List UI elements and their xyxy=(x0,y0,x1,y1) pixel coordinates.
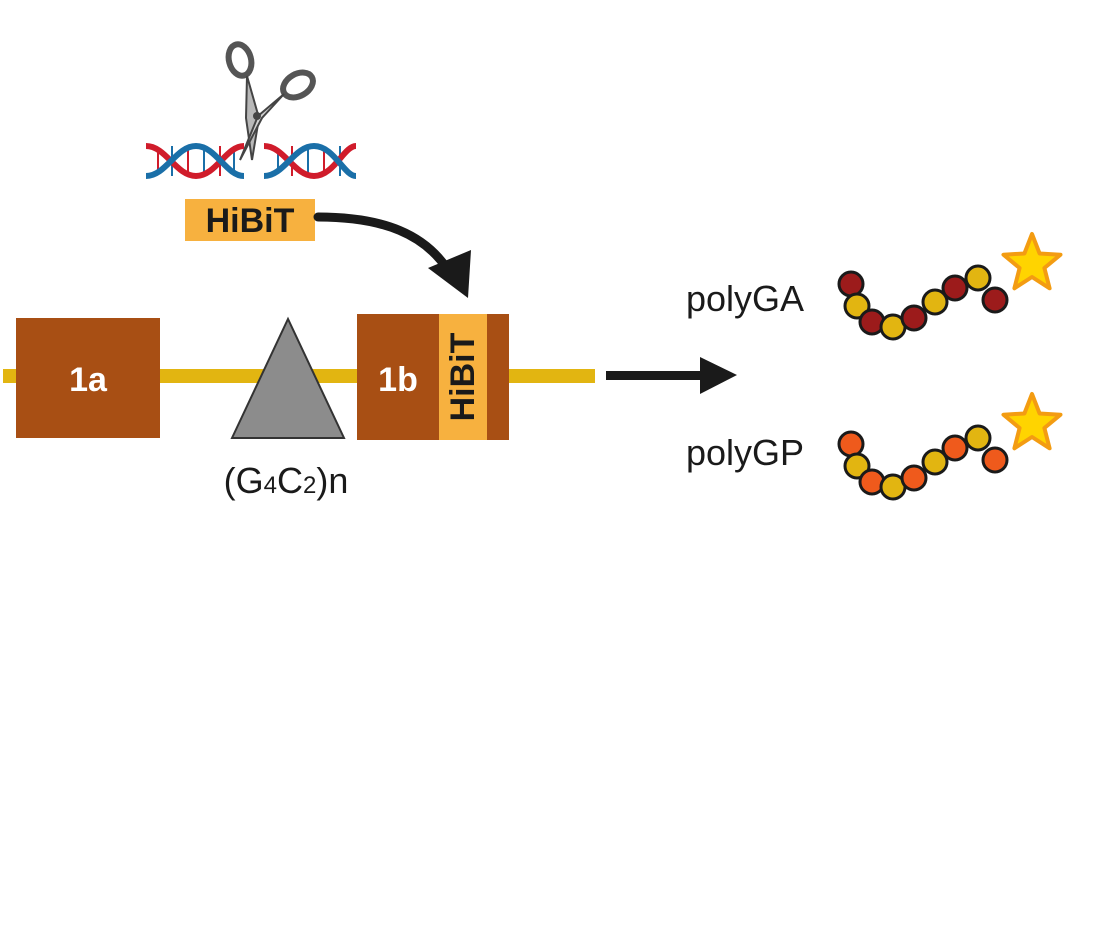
hibit-donor-label: HiBiT xyxy=(206,202,295,240)
polyga-label: polyGA xyxy=(686,278,804,319)
repeat-suffix: )n xyxy=(316,460,348,501)
polygp-bead xyxy=(900,464,928,492)
polyga-bead xyxy=(900,304,928,332)
polygp-star-icon xyxy=(1001,392,1063,451)
inserted-hibit-tag xyxy=(439,314,487,440)
repeat-expansion xyxy=(230,316,346,439)
insertion-arrow xyxy=(313,212,471,298)
repeat-prefix: (G xyxy=(224,460,264,501)
polygp-bead xyxy=(981,446,1009,474)
repeat-sub1: 4 xyxy=(264,472,277,499)
repeat-mid: C xyxy=(277,460,303,501)
exon-1b: 1b HiBiT xyxy=(357,314,509,440)
exon-1a: 1a xyxy=(16,318,160,438)
polyga-bead xyxy=(941,274,969,302)
polyga-bead xyxy=(964,264,992,292)
dna-helix-icon xyxy=(145,142,357,180)
polygp-chain xyxy=(837,392,1063,501)
scissors-icon xyxy=(225,41,316,161)
polyga-bead xyxy=(981,286,1009,314)
hibit-donor-tag: HiBiT xyxy=(185,199,315,241)
polyga-bead xyxy=(921,288,949,316)
polygp-bead xyxy=(964,424,992,452)
polygp-bead xyxy=(941,434,969,462)
inserted-hibit-label: HiBiT xyxy=(444,332,482,421)
exon-1a-label: 1a xyxy=(69,361,108,399)
repeat-sub2: 2 xyxy=(303,472,316,499)
polyga-star-icon xyxy=(1001,232,1063,291)
polyga-bead xyxy=(837,270,865,298)
polygp-label: polyGP xyxy=(686,432,804,473)
polygp-bead xyxy=(921,448,949,476)
repeat-label: (G4C2)n xyxy=(224,460,349,501)
translation-arrow xyxy=(606,357,737,394)
polygp-bead xyxy=(837,430,865,458)
exon-1b-label: 1b xyxy=(378,361,418,399)
polyga-chain xyxy=(837,232,1063,341)
